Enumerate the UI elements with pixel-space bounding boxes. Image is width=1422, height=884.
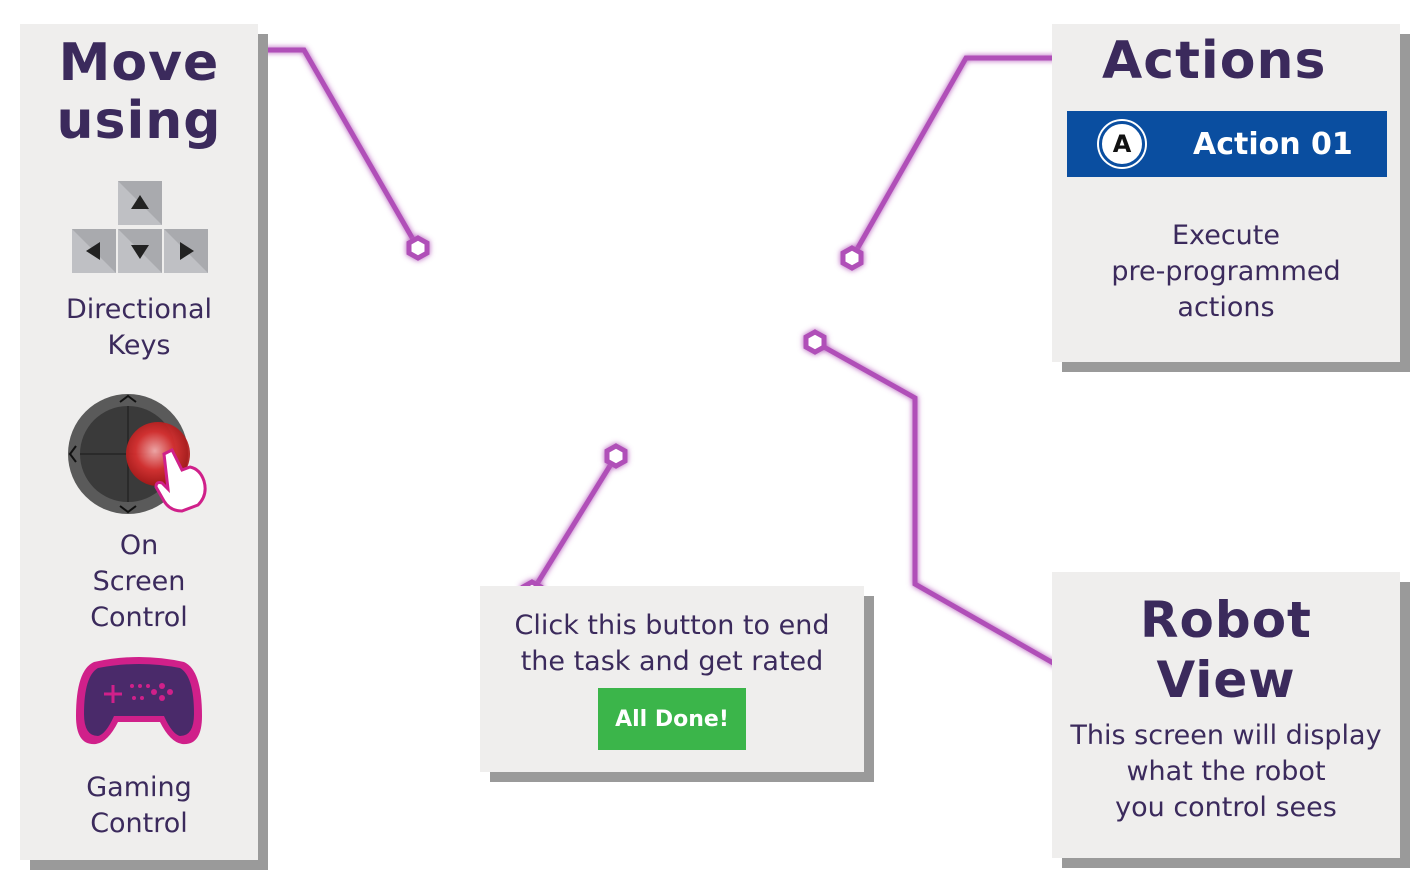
move-using-title: Move using	[20, 34, 258, 150]
action-a-badge-icon: A	[1099, 121, 1145, 167]
done-connector	[529, 454, 619, 594]
connector-node	[840, 245, 864, 271]
arrow-keys-icon	[72, 181, 208, 273]
on-screen-joystick-icon	[68, 394, 207, 514]
move-connector	[244, 47, 421, 250]
gaming-label-line: Gaming	[86, 772, 192, 803]
actions-panel: Actions A Action 01 Execute pre-programm…	[1052, 24, 1400, 362]
gamepad-icon	[76, 657, 202, 745]
osc-label-line: On	[119, 530, 159, 561]
robot-connector	[813, 339, 1106, 695]
gaming-label-line: Control	[90, 808, 188, 839]
all-done-button[interactable]: All Done!	[598, 688, 746, 750]
done-desc-line: Click this button to end	[514, 610, 830, 641]
robot-desc-line: you control sees	[1115, 792, 1337, 823]
connector-node	[406, 235, 430, 261]
action-01-button[interactable]: A Action 01	[1067, 111, 1387, 177]
actions-desc-line: actions	[1177, 292, 1275, 323]
actions-description: Execute pre-programmed actions	[1052, 218, 1400, 326]
on-screen-control-label: On Screen Control	[20, 528, 258, 636]
connector-node	[604, 443, 628, 469]
gaming-control-label: Gaming Control	[20, 770, 258, 842]
robot-view-panel: Robot View This screen will display what…	[1052, 572, 1400, 858]
robot-view-title: Robot View	[1052, 590, 1400, 710]
action-button-label: Action 01	[1193, 126, 1353, 162]
keys-label-line: Directional	[65, 294, 213, 325]
move-title-line: Move	[58, 33, 220, 93]
all-done-description: Click this button to end the task and ge…	[480, 608, 864, 680]
keys-label-line: Keys	[107, 330, 171, 361]
all-done-panel: Click this button to end the task and ge…	[480, 586, 864, 772]
osc-label-line: Control	[90, 602, 188, 633]
osc-label-line: Screen	[92, 566, 186, 597]
robot-title-line: Robot	[1140, 591, 1312, 649]
actions-title: Actions	[1102, 31, 1327, 91]
move-using-panel: Move using Directional Keys	[20, 24, 258, 860]
actions-desc-line: Execute	[1172, 220, 1280, 251]
robot-desc-line: This screen will display	[1070, 720, 1382, 751]
connector-node	[803, 329, 827, 355]
actions-connector	[849, 55, 1092, 260]
directional-keys-label: Directional Keys	[20, 292, 258, 364]
robot-title-line: View	[1156, 651, 1296, 709]
actions-desc-line: pre-programmed	[1111, 256, 1341, 287]
move-title-line: using	[56, 91, 222, 151]
robot-view-description: This screen will display what the robot …	[1052, 718, 1400, 826]
robot-desc-line: what the robot	[1126, 756, 1326, 787]
done-desc-line: the task and get rated	[520, 646, 824, 677]
